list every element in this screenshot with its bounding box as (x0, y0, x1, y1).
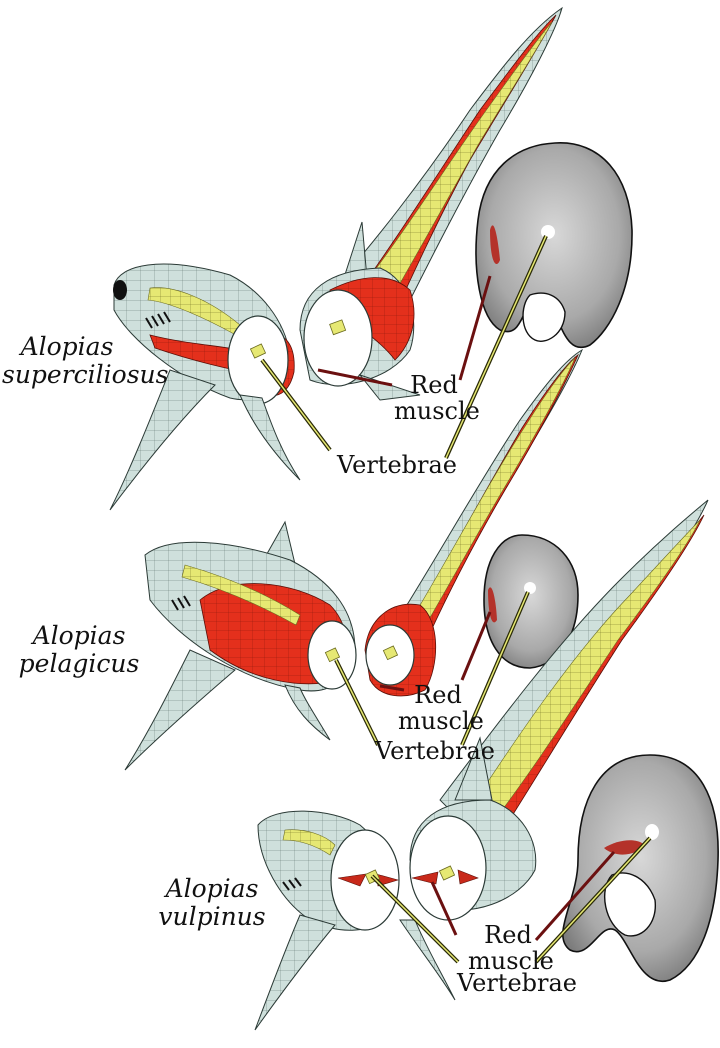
vertebrae-label-text: Vertebrae (452, 970, 582, 996)
vertebrae-label: Vertebrae (452, 970, 582, 996)
red-muscle-label-line1: Red (468, 922, 548, 948)
leader-red-muscle-section (460, 276, 490, 380)
species-label-vulpinus: Alopias vulpinus (152, 875, 272, 931)
pectoral-fin (110, 370, 215, 510)
anterior-cut-face (228, 316, 288, 404)
species-label-pelagicus: Alopias pelagicus (14, 622, 144, 678)
cross-section-vertebra (645, 824, 659, 840)
red-muscle-label-line2: muscle (394, 398, 474, 424)
species-epithet: pelagicus (14, 650, 144, 678)
panel-superciliosus (110, 8, 632, 510)
species-genus: Alopias (2, 333, 132, 361)
leader-red-muscle-section (462, 612, 490, 680)
vertebrae-label-text: Vertebrae (370, 738, 500, 764)
red-muscle-label: Red muscle (468, 922, 548, 974)
red-muscle-label: Red muscle (398, 682, 478, 734)
pelvic-fin (285, 685, 330, 740)
species-epithet: vulpinus (152, 903, 272, 931)
pectoral-fin (255, 915, 335, 1030)
red-muscle-label-line1: Red (394, 372, 474, 398)
red-muscle-label-line2: muscle (398, 708, 478, 734)
species-genus: Alopias (152, 875, 272, 903)
pelvic-fin (240, 395, 300, 480)
vertebrae-label-text: Vertebrae (332, 452, 462, 478)
species-genus: Alopias (14, 622, 144, 650)
red-muscle-label-line1: Red (398, 682, 478, 708)
vertebrae-label: Vertebrae (370, 738, 500, 764)
species-epithet: superciliosus (2, 361, 132, 389)
species-label-superciliosus: Alopias superciliosus (2, 333, 132, 389)
vertebrae-label: Vertebrae (332, 452, 462, 478)
eye-icon (113, 280, 127, 300)
cross-section-vertebra (541, 225, 555, 239)
cross-section-vulpinus (563, 755, 718, 981)
posterior-cut-face (304, 290, 372, 386)
cross-section-notch (523, 293, 565, 341)
red-muscle-label: Red muscle (394, 372, 474, 424)
